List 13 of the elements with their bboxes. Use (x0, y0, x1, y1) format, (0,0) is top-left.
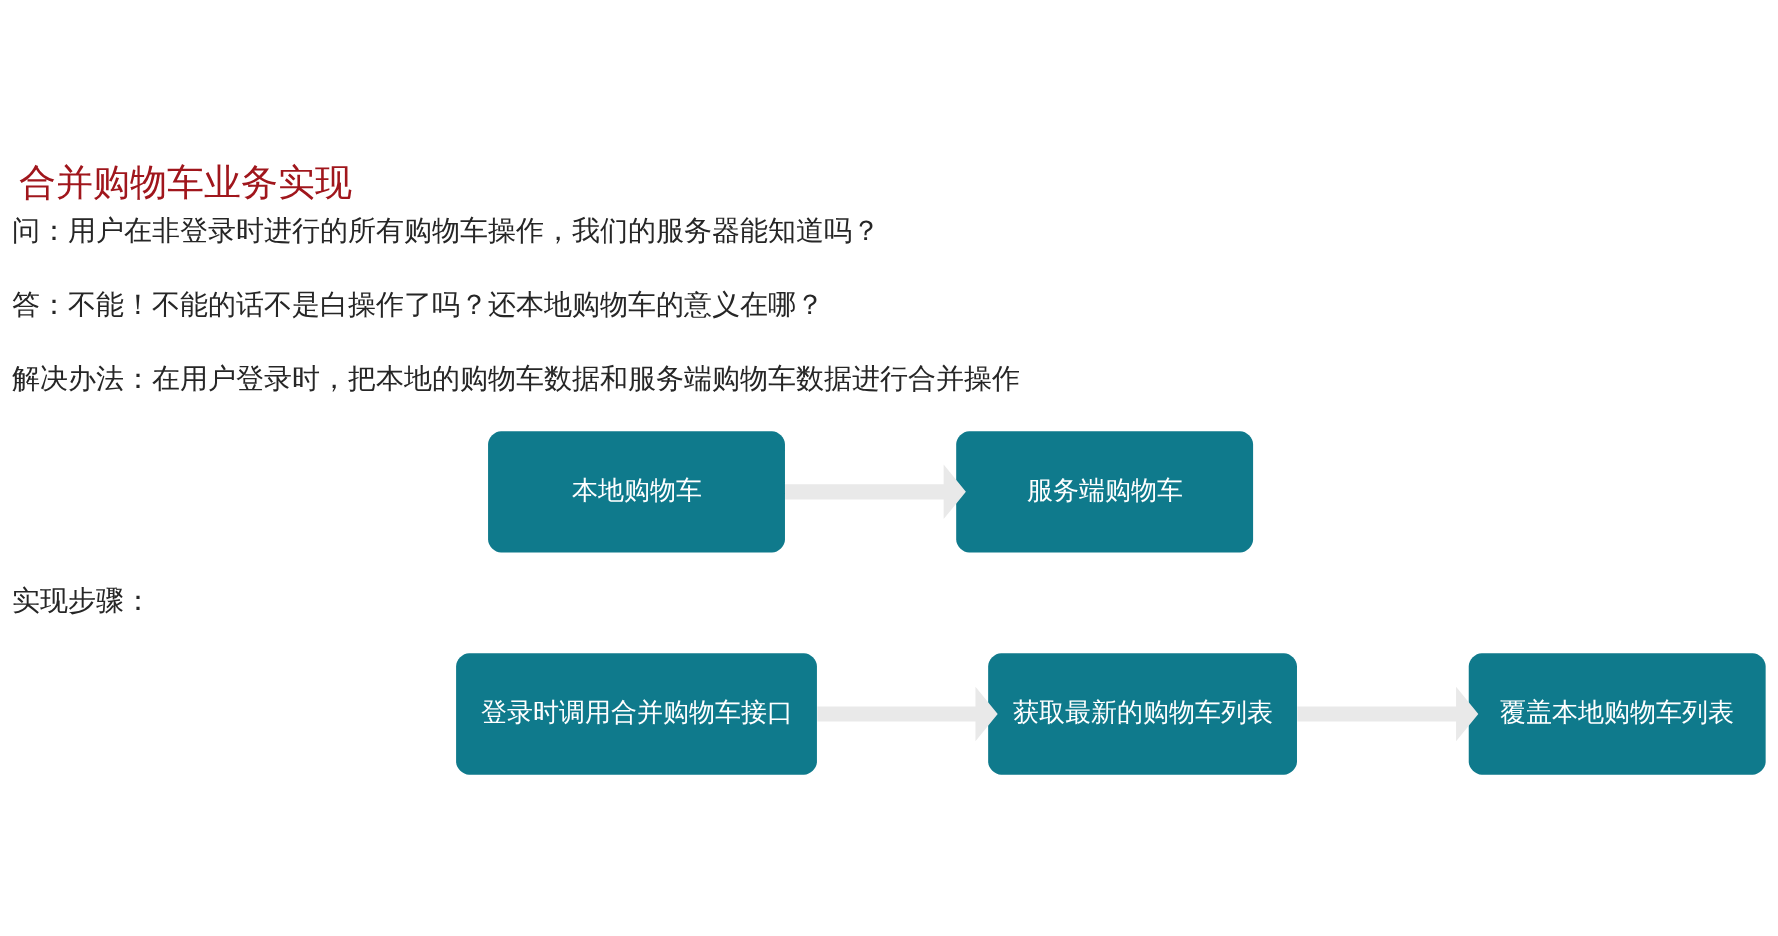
arrow (1297, 686, 1479, 742)
label: 解决办法：在用户登录时，把本地的购物车数据和服务端购物车数据进行合并操作 (12, 361, 1021, 395)
diagram-title: 合并购物车业务实现 (19, 161, 353, 205)
arrow (785, 464, 966, 520)
arrow (817, 686, 998, 742)
label: 实现步骤： (12, 583, 153, 617)
label: 答：不能！不能的话不是白操作了吗？还本地购物车的意义在哪？ (12, 287, 825, 321)
node-box: 本地购物车 (488, 431, 785, 553)
node-box: 覆盖本地购物车列表 (1468, 653, 1766, 775)
node-box: 获取最新的购物车列表 (988, 653, 1297, 775)
node-box: 登录时调用合并购物车接口 (456, 653, 817, 775)
label: 问：用户在非登录时进行的所有购物车操作，我们的服务器能知道吗？ (12, 214, 881, 248)
node-box: 服务端购物车 (956, 431, 1254, 553)
